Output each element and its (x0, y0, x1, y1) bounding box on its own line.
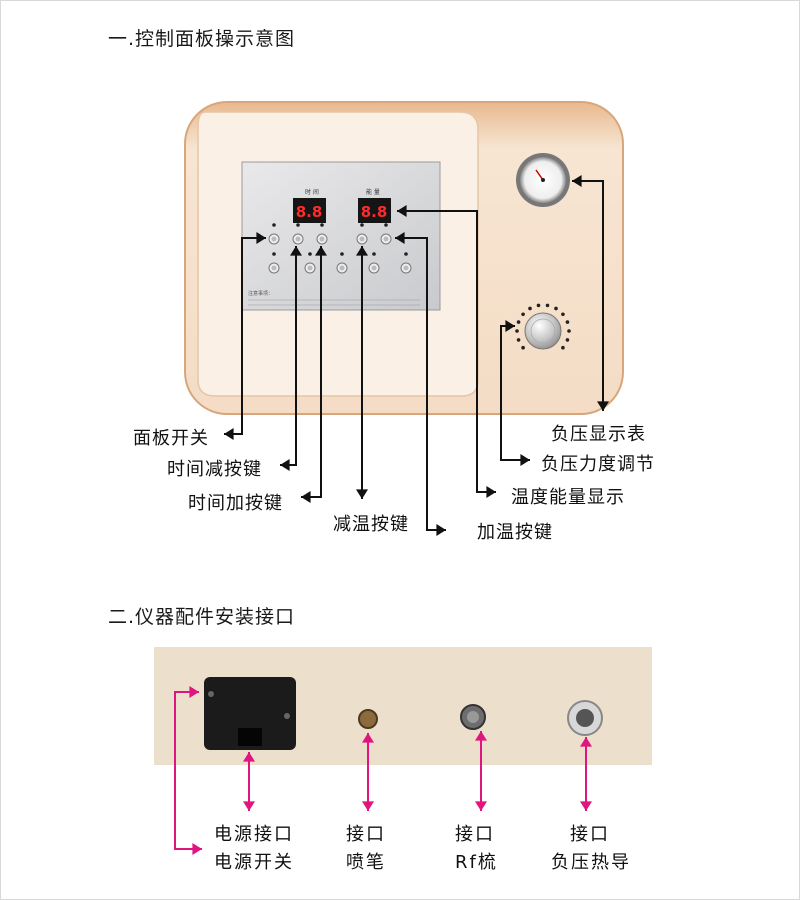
port-arrows (174, 686, 592, 855)
port-rf-label-1: 接口 (455, 824, 495, 845)
panel-button[interactable] (292, 223, 304, 245)
callout-panel-switch: 面板开关 (133, 428, 209, 449)
time-display (293, 198, 326, 223)
control-screen: 时 间 能 量 8.8 8.8 注意事项： (241, 161, 441, 311)
panel-button[interactable] (336, 252, 348, 274)
panel-button[interactable] (356, 223, 368, 245)
port-heat-label-2: 负压热导 (551, 852, 631, 873)
callout-temp-down: 减温按键 (333, 514, 409, 535)
section-2-title: 二.仪器配件安装接口 (108, 606, 296, 628)
port-power-label-1: 电源接口 (214, 824, 294, 845)
back-panel (154, 647, 652, 765)
energy-display-value: 8.8 (361, 203, 388, 221)
port-heat-label-1: 接口 (570, 824, 610, 845)
spray-port[interactable] (358, 709, 378, 729)
callout-gauge: 负压显示表 (551, 424, 646, 445)
button-group (268, 223, 412, 274)
callout-time-up: 时间加按键 (188, 493, 283, 514)
energy-display (358, 198, 391, 223)
panel-arrows (224, 175, 609, 536)
power-socket[interactable] (204, 677, 296, 750)
notes-title: 注意事项： (248, 290, 273, 297)
vacuum-knob[interactable] (515, 303, 571, 350)
port-power-label-2: 电源开关 (214, 852, 294, 873)
panel-button[interactable] (380, 223, 392, 245)
vacuum-gauge (516, 153, 570, 207)
callout-temp-up: 加温按键 (477, 522, 553, 543)
callout-time-down: 时间减按键 (167, 459, 262, 480)
panel-button[interactable] (304, 252, 316, 274)
section-1-title: 一.控制面板操示意图 (108, 28, 296, 50)
panel-button[interactable] (316, 223, 328, 245)
port-spray-label-2: 喷笔 (346, 852, 386, 873)
panel-button[interactable] (268, 223, 280, 245)
port-rf-label-2: Rf梳 (455, 852, 498, 873)
panel-button[interactable] (368, 252, 380, 274)
time-display-value: 8.8 (296, 203, 323, 221)
panel-button[interactable] (400, 252, 412, 274)
port-spray-label-1: 接口 (346, 824, 386, 845)
display-left-caption: 时 间 (305, 188, 319, 196)
panel-button[interactable] (268, 252, 280, 274)
display-right-caption: 能 量 (366, 188, 380, 196)
callout-energy-display: 温度能量显示 (511, 487, 625, 508)
callout-vacuum-adjust: 负压力度调节 (541, 454, 655, 475)
